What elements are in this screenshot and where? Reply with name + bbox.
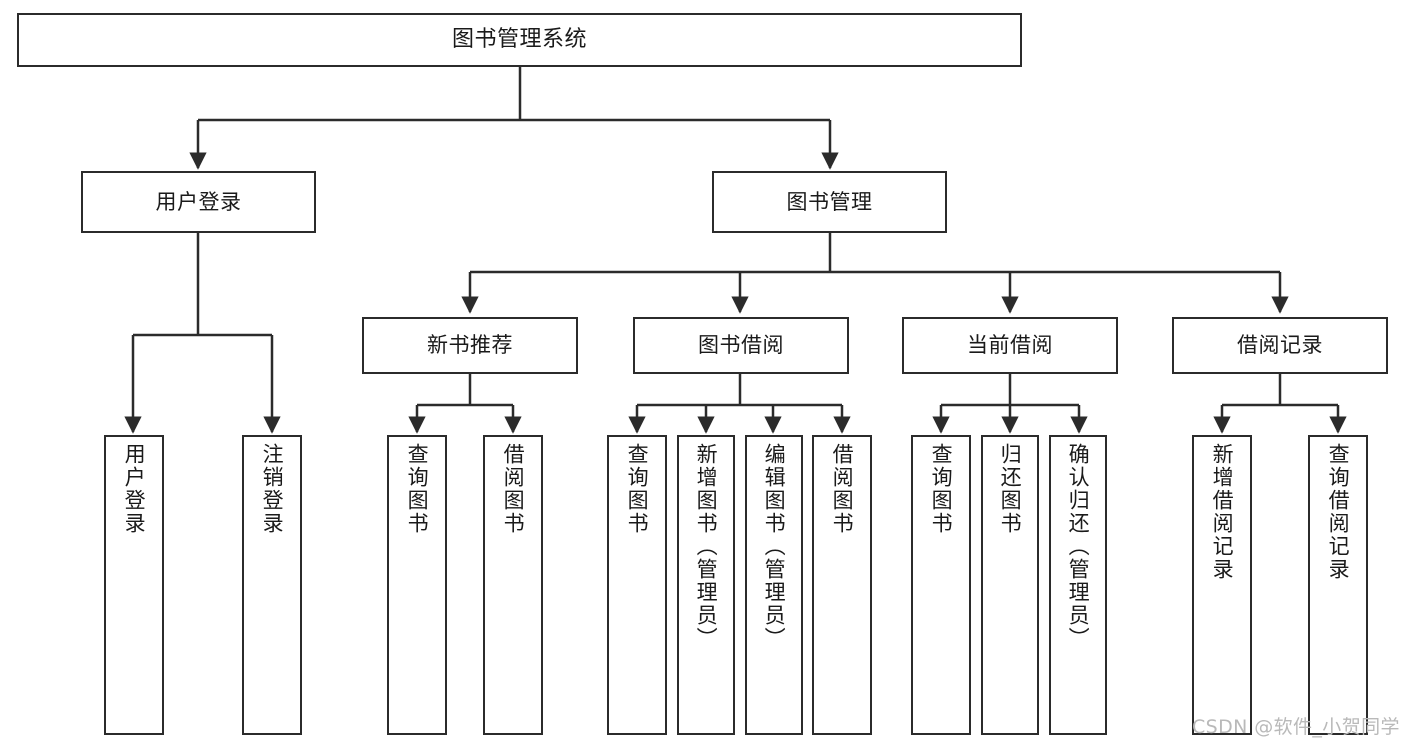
node-label: 借阅图书	[501, 443, 526, 535]
leaf-borrow-add-book-admin[interactable]: 新增图书（管理员）	[677, 435, 735, 735]
node-label: 查询图书	[405, 443, 430, 535]
node-root-system[interactable]: 图书管理系统	[17, 13, 1022, 67]
node-label: 用户登录	[122, 443, 147, 535]
node-label: 查询图书	[625, 443, 650, 535]
leaf-current-confirm-return-admin[interactable]: 确认归还（管理员）	[1049, 435, 1107, 735]
node-label: 查询图书	[929, 443, 954, 535]
node-label: 借阅记录	[1237, 333, 1323, 358]
leaf-borrow-query-book[interactable]: 查询图书	[607, 435, 667, 735]
leaf-recommend-borrow-book[interactable]: 借阅图书	[483, 435, 543, 735]
node-label: 新增图书（管理员）	[694, 443, 719, 650]
node-label: 归还图书	[998, 443, 1023, 535]
leaf-current-return-book[interactable]: 归还图书	[981, 435, 1039, 735]
node-new-book-recommend[interactable]: 新书推荐	[362, 317, 578, 374]
leaf-record-add-record[interactable]: 新增借阅记录	[1192, 435, 1252, 735]
leaf-borrow-borrow-book[interactable]: 借阅图书	[812, 435, 872, 735]
node-label: 新书推荐	[427, 333, 513, 358]
node-label: 图书管理系统	[451, 27, 587, 53]
leaf-recommend-query-book[interactable]: 查询图书	[387, 435, 447, 735]
node-label: 用户登录	[155, 189, 242, 214]
leaf-record-query-record[interactable]: 查询借阅记录	[1308, 435, 1368, 735]
node-label: 编辑图书（管理员）	[762, 443, 787, 650]
node-borrow-record[interactable]: 借阅记录	[1172, 317, 1388, 374]
leaf-current-query-book[interactable]: 查询图书	[911, 435, 971, 735]
node-label: 确认归还（管理员）	[1066, 443, 1091, 650]
node-label: 当前借阅	[967, 333, 1053, 358]
leaf-user-logout[interactable]: 注销登录	[242, 435, 302, 735]
node-current-borrow[interactable]: 当前借阅	[902, 317, 1118, 374]
node-label: 借阅图书	[830, 443, 855, 535]
node-label: 图书借阅	[698, 333, 784, 358]
node-label: 图书管理	[786, 189, 873, 214]
node-book-management[interactable]: 图书管理	[712, 171, 947, 233]
node-label: 注销登录	[260, 443, 285, 535]
node-book-borrow[interactable]: 图书借阅	[633, 317, 849, 374]
csdn-watermark: CSDN @软件_小贺同学	[1192, 716, 1400, 738]
node-label: 查询借阅记录	[1326, 443, 1351, 581]
leaf-user-login[interactable]: 用户登录	[104, 435, 164, 735]
node-label: 新增借阅记录	[1210, 443, 1235, 581]
node-user-login[interactable]: 用户登录	[81, 171, 316, 233]
leaf-borrow-edit-book-admin[interactable]: 编辑图书（管理员）	[745, 435, 803, 735]
